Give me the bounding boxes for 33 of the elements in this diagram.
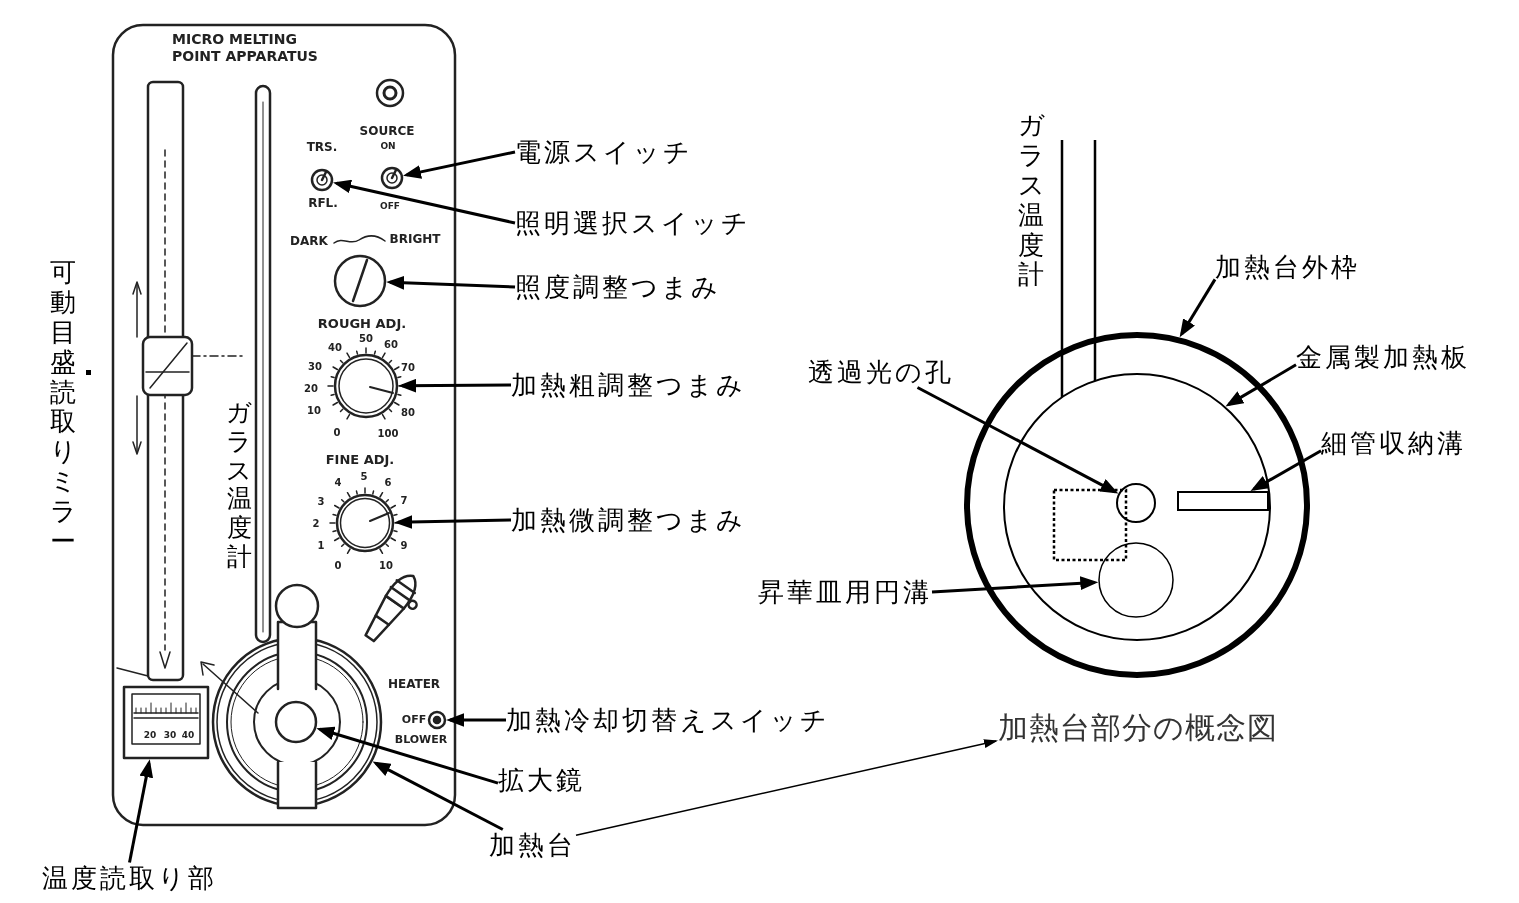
panel-marking: BLOWER (394, 733, 448, 747)
panel-marking: OFF (401, 713, 427, 727)
part-label: 可動目盛読取りミラー (49, 257, 77, 557)
dial-number: 20 (304, 382, 318, 394)
dial-number: 3 (317, 495, 325, 507)
panel-title: MICRO MELTING POINT APPARATUS (172, 31, 319, 65)
dial-number: 1 (317, 539, 325, 551)
dial-number: 2 (312, 517, 320, 529)
dial-number: 40 (328, 341, 342, 353)
panel-marking: HEATER (387, 678, 441, 692)
dial-number: 0 (334, 559, 342, 571)
panel-marking: BRIGHT (389, 233, 441, 247)
dial-number: 5 (360, 470, 368, 482)
dial-number: 10 (307, 404, 321, 416)
panel-marking: RFL. (308, 197, 338, 211)
panel-marking: ON (380, 142, 396, 152)
scale-number: 20 (143, 731, 157, 741)
scale-number: 30 (163, 731, 177, 741)
panel-marking: OFF (380, 202, 400, 212)
panel-marking: DARK (290, 235, 328, 249)
panel-marking: SOURCE (359, 125, 415, 139)
dial-number: 50 (359, 332, 373, 344)
dial-number: 0 (333, 426, 341, 438)
scale-number: 40 (181, 731, 195, 741)
panel-marking: FINE ADJ. (325, 452, 395, 468)
part-label: ガラス温度計 (225, 398, 253, 572)
dial-number: 10 (379, 559, 393, 571)
dial-number: 100 (377, 427, 399, 439)
part-label: ガラス温度計 (1017, 111, 1045, 291)
panel-marking: TRS. (306, 141, 338, 155)
dial-number: 30 (308, 360, 322, 372)
dial-number: 4 (334, 476, 342, 488)
panel-marking: ROUGH ADJ. (317, 316, 407, 332)
